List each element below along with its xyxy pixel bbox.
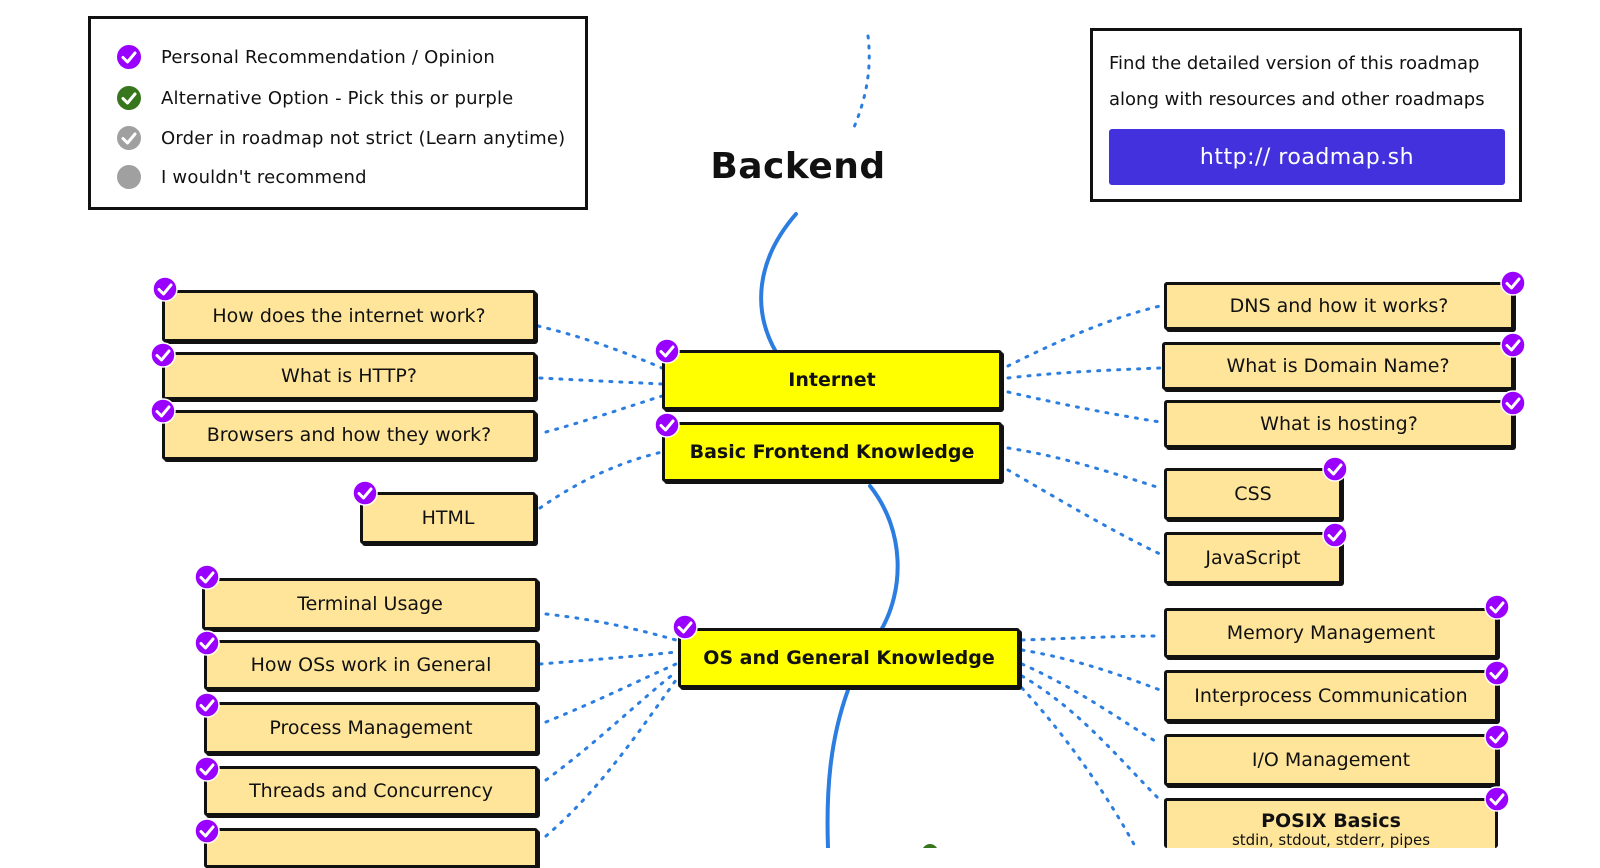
node-label: What is Domain Name? bbox=[1226, 355, 1450, 377]
roadmap-connectors bbox=[536, 34, 1162, 848]
check-circle-icon bbox=[1484, 786, 1510, 812]
check-circle-icon bbox=[654, 338, 680, 364]
node-label: Browsers and how they work? bbox=[206, 424, 492, 446]
legend-label: I wouldn't recommend bbox=[161, 166, 367, 188]
node-label: What is HTTP? bbox=[281, 365, 417, 387]
node-label: Terminal Usage bbox=[297, 593, 443, 615]
node-ipc[interactable]: Interprocess Communication bbox=[1164, 670, 1498, 722]
check-circle-icon bbox=[150, 398, 176, 424]
node-hosting[interactable]: What is hosting? bbox=[1164, 400, 1514, 448]
node-domain-name[interactable]: What is Domain Name? bbox=[1162, 342, 1514, 390]
check-circle-icon bbox=[117, 126, 141, 150]
node-label: How does the internet work? bbox=[212, 305, 486, 327]
info-line-1: Find the detailed version of this roadma… bbox=[1109, 53, 1480, 74]
legend-item-alternative: Alternative Option - Pick this or purple bbox=[117, 86, 513, 110]
node-label: OS and General Knowledge bbox=[703, 647, 995, 669]
node-label: How OSs work in General bbox=[250, 654, 492, 676]
check-circle-icon bbox=[194, 692, 220, 718]
check-circle-icon bbox=[1484, 594, 1510, 620]
check-circle-icon bbox=[654, 412, 680, 438]
legend-item-order: Order in roadmap not strict (Learn anyti… bbox=[117, 126, 565, 150]
check-circle-icon bbox=[152, 276, 178, 302]
node-label: JavaScript bbox=[1205, 547, 1301, 569]
node-io-management[interactable]: I/O Management bbox=[1164, 734, 1498, 786]
node-how-internet-works[interactable]: How does the internet work? bbox=[162, 290, 536, 342]
node-threads-concurrency[interactable]: Threads and Concurrency bbox=[204, 766, 538, 816]
node-how-os-work[interactable]: How OSs work in General bbox=[204, 640, 538, 690]
node-html[interactable]: HTML bbox=[360, 492, 536, 544]
check-circle-icon bbox=[1484, 724, 1510, 750]
check-circle-icon bbox=[672, 614, 698, 640]
main-node-frontend[interactable]: Basic Frontend Knowledge bbox=[662, 422, 1002, 482]
main-path bbox=[759, 212, 900, 848]
legend-item-recommendation: Personal Recommendation / Opinion bbox=[117, 45, 495, 69]
node-browsers[interactable]: Browsers and how they work? bbox=[162, 410, 536, 460]
node-label: I/O Management bbox=[1251, 749, 1411, 771]
node-css[interactable]: CSS bbox=[1164, 468, 1342, 520]
check-circle-icon bbox=[117, 45, 141, 69]
legend-label: Alternative Option - Pick this or purple bbox=[161, 87, 514, 109]
legend-label: Personal Recommendation / Opinion bbox=[161, 46, 495, 68]
check-circle-icon bbox=[194, 818, 220, 844]
check-circle-icon bbox=[150, 342, 176, 368]
node-label: Process Management bbox=[269, 717, 473, 739]
check-circle-icon bbox=[1500, 332, 1526, 358]
check-circle-icon bbox=[1322, 522, 1348, 548]
legend-label: Order in roadmap not strict (Learn anyti… bbox=[161, 127, 566, 149]
node-process-management[interactable]: Process Management bbox=[204, 702, 538, 754]
check-circle-icon bbox=[352, 480, 378, 506]
node-label: POSIX Basics bbox=[1261, 810, 1401, 832]
node-posix-basics[interactable]: POSIX Basics stdin, stdout, stderr, pipe… bbox=[1164, 798, 1498, 848]
check-circle-icon bbox=[194, 756, 220, 782]
roadmap-link-button[interactable]: http:// roadmap.sh bbox=[1109, 129, 1505, 185]
main-node-os[interactable]: OS and General Knowledge bbox=[678, 628, 1020, 688]
node-partial-left[interactable] bbox=[204, 828, 538, 868]
check-circle-icon bbox=[1322, 456, 1348, 482]
node-what-is-http[interactable]: What is HTTP? bbox=[162, 352, 536, 400]
node-label: Memory Management bbox=[1226, 622, 1436, 644]
node-label: DNS and how it works? bbox=[1229, 295, 1449, 317]
node-dns[interactable]: DNS and how it works? bbox=[1164, 282, 1514, 330]
node-label: Interprocess Communication bbox=[1194, 685, 1468, 707]
legend-item-not-recommended: I wouldn't recommend bbox=[117, 165, 367, 189]
legend-box: Personal Recommendation / Opinion Altern… bbox=[88, 16, 588, 210]
node-label: Basic Frontend Knowledge bbox=[689, 441, 975, 463]
node-label: HTML bbox=[421, 507, 475, 529]
check-circle-icon bbox=[117, 86, 141, 110]
check-circle-icon bbox=[194, 564, 220, 590]
check-circle-icon bbox=[1484, 660, 1510, 686]
check-circle-icon bbox=[1500, 390, 1526, 416]
node-terminal-usage[interactable]: Terminal Usage bbox=[202, 578, 538, 630]
node-javascript[interactable]: JavaScript bbox=[1164, 532, 1342, 584]
info-box: Find the detailed version of this roadma… bbox=[1090, 28, 1522, 202]
dotted-connectors bbox=[536, 34, 1162, 848]
node-memory-management[interactable]: Memory Management bbox=[1164, 608, 1498, 658]
node-label: Threads and Concurrency bbox=[249, 780, 493, 802]
main-node-internet[interactable]: Internet bbox=[662, 350, 1002, 410]
check-circle-icon bbox=[194, 630, 220, 656]
page-title: Backend bbox=[710, 146, 886, 187]
node-label: What is hosting? bbox=[1260, 413, 1418, 435]
info-line-2: along with resources and other roadmaps bbox=[1109, 89, 1485, 110]
node-label: CSS bbox=[1234, 483, 1272, 505]
green-marker bbox=[923, 844, 937, 848]
node-label: Internet bbox=[788, 369, 876, 391]
node-sublabel: stdin, stdout, stderr, pipes bbox=[1231, 830, 1431, 848]
circle-icon bbox=[117, 165, 141, 189]
check-circle-icon bbox=[1500, 270, 1526, 296]
